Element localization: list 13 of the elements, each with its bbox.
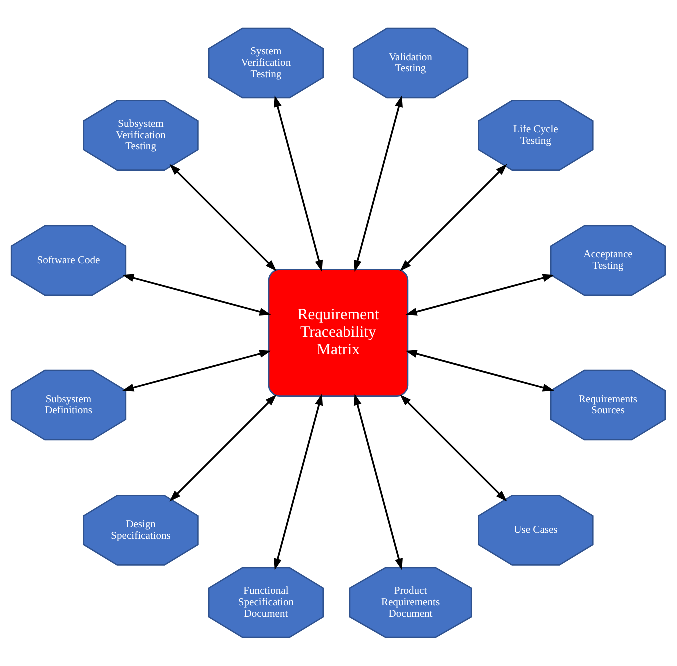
arrow [274,394,324,570]
arrow [406,350,554,392]
arrow [274,96,324,272]
arrow [400,164,508,272]
arrow [122,274,272,316]
arrow [406,274,554,316]
arrow [170,394,277,502]
arrow [400,394,508,502]
arrow [170,164,277,272]
arrow [354,96,403,272]
arrow [122,350,272,392]
arrow [354,394,403,570]
node-box: Requirement Traceability Matrix [268,269,409,397]
